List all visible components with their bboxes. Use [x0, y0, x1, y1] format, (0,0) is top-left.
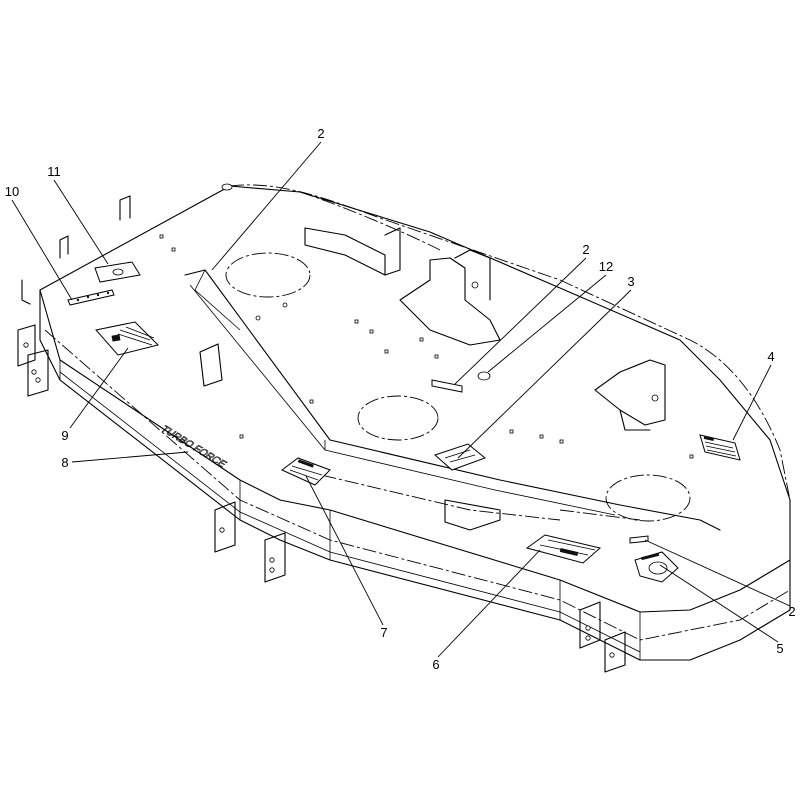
decals	[67, 261, 741, 583]
deck-holes	[159, 234, 694, 459]
front-clevis-pair-2	[579, 601, 626, 673]
callout-12: 12	[599, 259, 613, 274]
decal-3	[434, 443, 486, 471]
leader-lines	[11, 141, 791, 658]
decal-7	[281, 457, 331, 486]
callout-2-right: 2	[788, 604, 795, 619]
callout-4: 4	[767, 349, 774, 364]
decal-10	[67, 289, 115, 306]
callout-7: 7	[380, 625, 387, 640]
left-front-clevis	[17, 324, 49, 397]
deck-lettering: TURBO FORCE	[158, 425, 229, 470]
decal-2-center	[431, 379, 463, 393]
callout-6: 6	[432, 657, 439, 672]
callout-3: 3	[627, 274, 634, 289]
decal-12	[477, 371, 491, 381]
decal-6	[525, 534, 602, 564]
blade-opening-left	[225, 252, 311, 298]
blade-opening-center	[357, 395, 439, 441]
callout-11: 11	[47, 164, 61, 179]
callout-8: 8	[61, 455, 68, 470]
mower-deck	[39, 184, 791, 661]
decal-9	[95, 321, 159, 356]
blade-opening-right	[605, 474, 691, 522]
decal-5	[634, 551, 679, 583]
callout-2-top: 2	[317, 126, 324, 141]
front-clevis-pair-1	[214, 501, 286, 583]
callout-2-center: 2	[582, 242, 589, 257]
callout-10: 10	[5, 184, 19, 199]
decal-2-right	[629, 535, 649, 544]
callout-5: 5	[776, 641, 783, 656]
brackets	[17, 183, 666, 673]
callout-9: 9	[61, 428, 68, 443]
callouts: 2 11 10 2 12 3 4 9 8 7 6 5 2	[5, 126, 796, 672]
blade-openings	[225, 252, 691, 522]
decal-4	[699, 434, 741, 461]
